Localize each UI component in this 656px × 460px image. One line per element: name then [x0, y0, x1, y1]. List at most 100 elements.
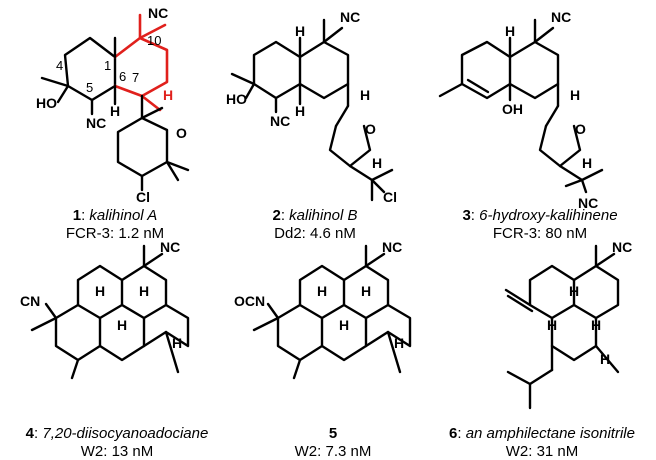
caption-3-number: 3	[462, 207, 470, 224]
structure-6-exo-methylene-2	[506, 294, 534, 313]
structure-6-side-chain-2	[528, 368, 554, 386]
caption-6-activity: W2: 31 nM	[506, 443, 579, 460]
caption-3: 3: 6-hydroxy-kalihinene FCR-3: 80 nM	[462, 207, 617, 242]
caption-5-number: 5	[329, 425, 337, 442]
structure-1-methyl-4	[40, 76, 70, 88]
structure-4-cn-label: CN	[20, 293, 40, 309]
structure-1-pyran-ring	[116, 116, 169, 178]
structure-3-chain-me1	[580, 168, 604, 182]
caption-5-activity: W2: 7.3 nM	[295, 443, 372, 460]
structure-5-ocn-bond	[266, 302, 280, 320]
svg-text:4: 7,20-diisocyanoadociane: 4: 7,20-diisocyanoadociane	[26, 425, 209, 442]
structure-1-locant-4: 4	[56, 58, 63, 73]
caption-1-number: 1	[73, 207, 81, 224]
structure-2-ring-a	[252, 40, 302, 100]
structure-6-h-c: H	[591, 317, 601, 333]
structure-4-h-c: H	[139, 283, 149, 299]
structure-6-ring-bottom	[550, 316, 598, 362]
structure-3-nc-bond	[533, 26, 555, 44]
caption-6-number: 6	[449, 425, 457, 442]
structure-3-h1-label: H	[505, 23, 515, 39]
structure-3-thf-link	[544, 104, 560, 128]
structure-6-ring-top-right	[572, 264, 620, 320]
structure-3-h-thf-label: H	[582, 155, 592, 171]
structure-3-h7-label: H	[570, 87, 580, 103]
caption-6: 6: an amphilectane isonitrile W2: 31 nM	[449, 425, 635, 460]
structure-3-nc2-bond	[580, 178, 588, 194]
structure-2-cl-bond	[370, 178, 386, 194]
structure-6-ring-top-left	[528, 264, 576, 320]
structure-5-ring-bottom-right	[364, 303, 412, 348]
structure-1-side-bond	[140, 94, 162, 112]
structure-6-h-b: H	[547, 317, 557, 333]
structure-1-o-label: O	[176, 125, 187, 141]
structure-4: NC CN H H H H	[20, 239, 190, 380]
structure-6: NC H H H H	[504, 239, 632, 410]
caption-1-name: kalihinol A	[89, 207, 157, 224]
structure-4-methyl-3	[70, 358, 80, 380]
structure-2-chain-me1	[370, 168, 394, 182]
structure-5-methyl-2	[252, 316, 280, 332]
structure-6-h-d: H	[600, 351, 610, 367]
structure-4-methyl-2	[30, 316, 58, 332]
structure-3-double-bond	[466, 78, 490, 94]
caption-3-activity: FCR-3: 80 nM	[493, 225, 587, 242]
structure-5-h-c: H	[361, 283, 371, 299]
structure-5-ocn-label: OCN	[234, 293, 265, 309]
structure-5-nc-label: NC	[382, 239, 402, 255]
svg-text:6: an amphilectane isonitrile: 6: an amphilectane isonitrile	[449, 425, 635, 442]
caption-4: 4: 7,20-diisocyanoadociane W2: 13 nM	[26, 425, 209, 460]
structure-2-h1-label: H	[295, 23, 305, 39]
structure-1-oh-bond	[56, 84, 70, 104]
structure-1-ho-label: HO	[36, 95, 57, 111]
structure-2-o-label: O	[365, 121, 376, 137]
structure-1-nc-label: NC	[148, 5, 168, 21]
caption-2: 2: kalihinol B Dd2: 4.6 nM	[272, 207, 357, 242]
structure-5-nc-bond	[364, 252, 386, 268]
caption-5: 5 W2: 7.3 nM	[295, 425, 372, 460]
structure-3: NC OH H H O H NC	[438, 9, 604, 211]
svg-text:3: 6-hydroxy-kalihinene: 3: 6-hydroxy-kalihinene	[462, 207, 617, 224]
structure-2: NC HO NC H H H O H Cl	[226, 9, 397, 205]
structure-3-ring-b	[508, 40, 560, 100]
structure-1-ring-b	[113, 36, 169, 98]
structure-6-nc-bond	[594, 252, 616, 268]
structure-5-ring-bottom-mid	[320, 316, 368, 362]
structure-3-chain	[558, 164, 584, 182]
structure-1-gem-methyl-a	[165, 160, 190, 172]
structure-2-ring-b	[298, 40, 350, 100]
structure-5: NC OCN H H H H	[234, 239, 412, 380]
structure-1-nc-bond	[138, 23, 167, 40]
structure-2-nc-label: NC	[340, 9, 360, 25]
structure-5-h-d: H	[394, 335, 404, 351]
structure-3-nc2-label: NC	[578, 195, 598, 211]
caption-6-name: an amphilectane isonitrile	[466, 425, 635, 442]
structure-5-methyl-4	[386, 330, 402, 374]
structure-4-ring-bottom-right	[142, 303, 190, 348]
structure-3-thf-ring	[538, 124, 582, 168]
structure-3-oh-label: OH	[502, 101, 523, 117]
structure-2-h6-label: H	[295, 103, 305, 119]
structure-6-h-a: H	[569, 283, 579, 299]
structure-2-cl-label: Cl	[383, 189, 397, 205]
structure-2-ho-label: HO	[226, 91, 247, 107]
structure-5-h-a: H	[317, 283, 327, 299]
structure-4-nc-label: NC	[160, 239, 180, 255]
structure-6-prenyl-me-2	[506, 370, 532, 386]
structure-2-nc2-label: NC	[270, 113, 290, 129]
structure-1-locant-10: 10	[147, 33, 161, 48]
structure-6-methyl-2	[594, 344, 620, 374]
structure-4-ring-top-right	[120, 264, 168, 320]
caption-2-number: 2	[272, 207, 280, 224]
structure-1-locant-6: 6	[119, 69, 126, 84]
structure-4-h-b: H	[117, 317, 127, 333]
structure-3-nc-label: NC	[551, 9, 571, 25]
structure-1-cl-label: Cl	[136, 189, 150, 205]
caption-1-activity: FCR-3: 1.2 nM	[66, 225, 164, 242]
structure-1-h6-label: H	[110, 103, 120, 119]
structure-2-h-thf-label: H	[372, 155, 382, 171]
structure-2-oh-bond	[244, 82, 256, 100]
structure-4-cn-bond	[44, 302, 58, 320]
svg-text:2: kalihinol B: 2: kalihinol B	[272, 207, 357, 224]
